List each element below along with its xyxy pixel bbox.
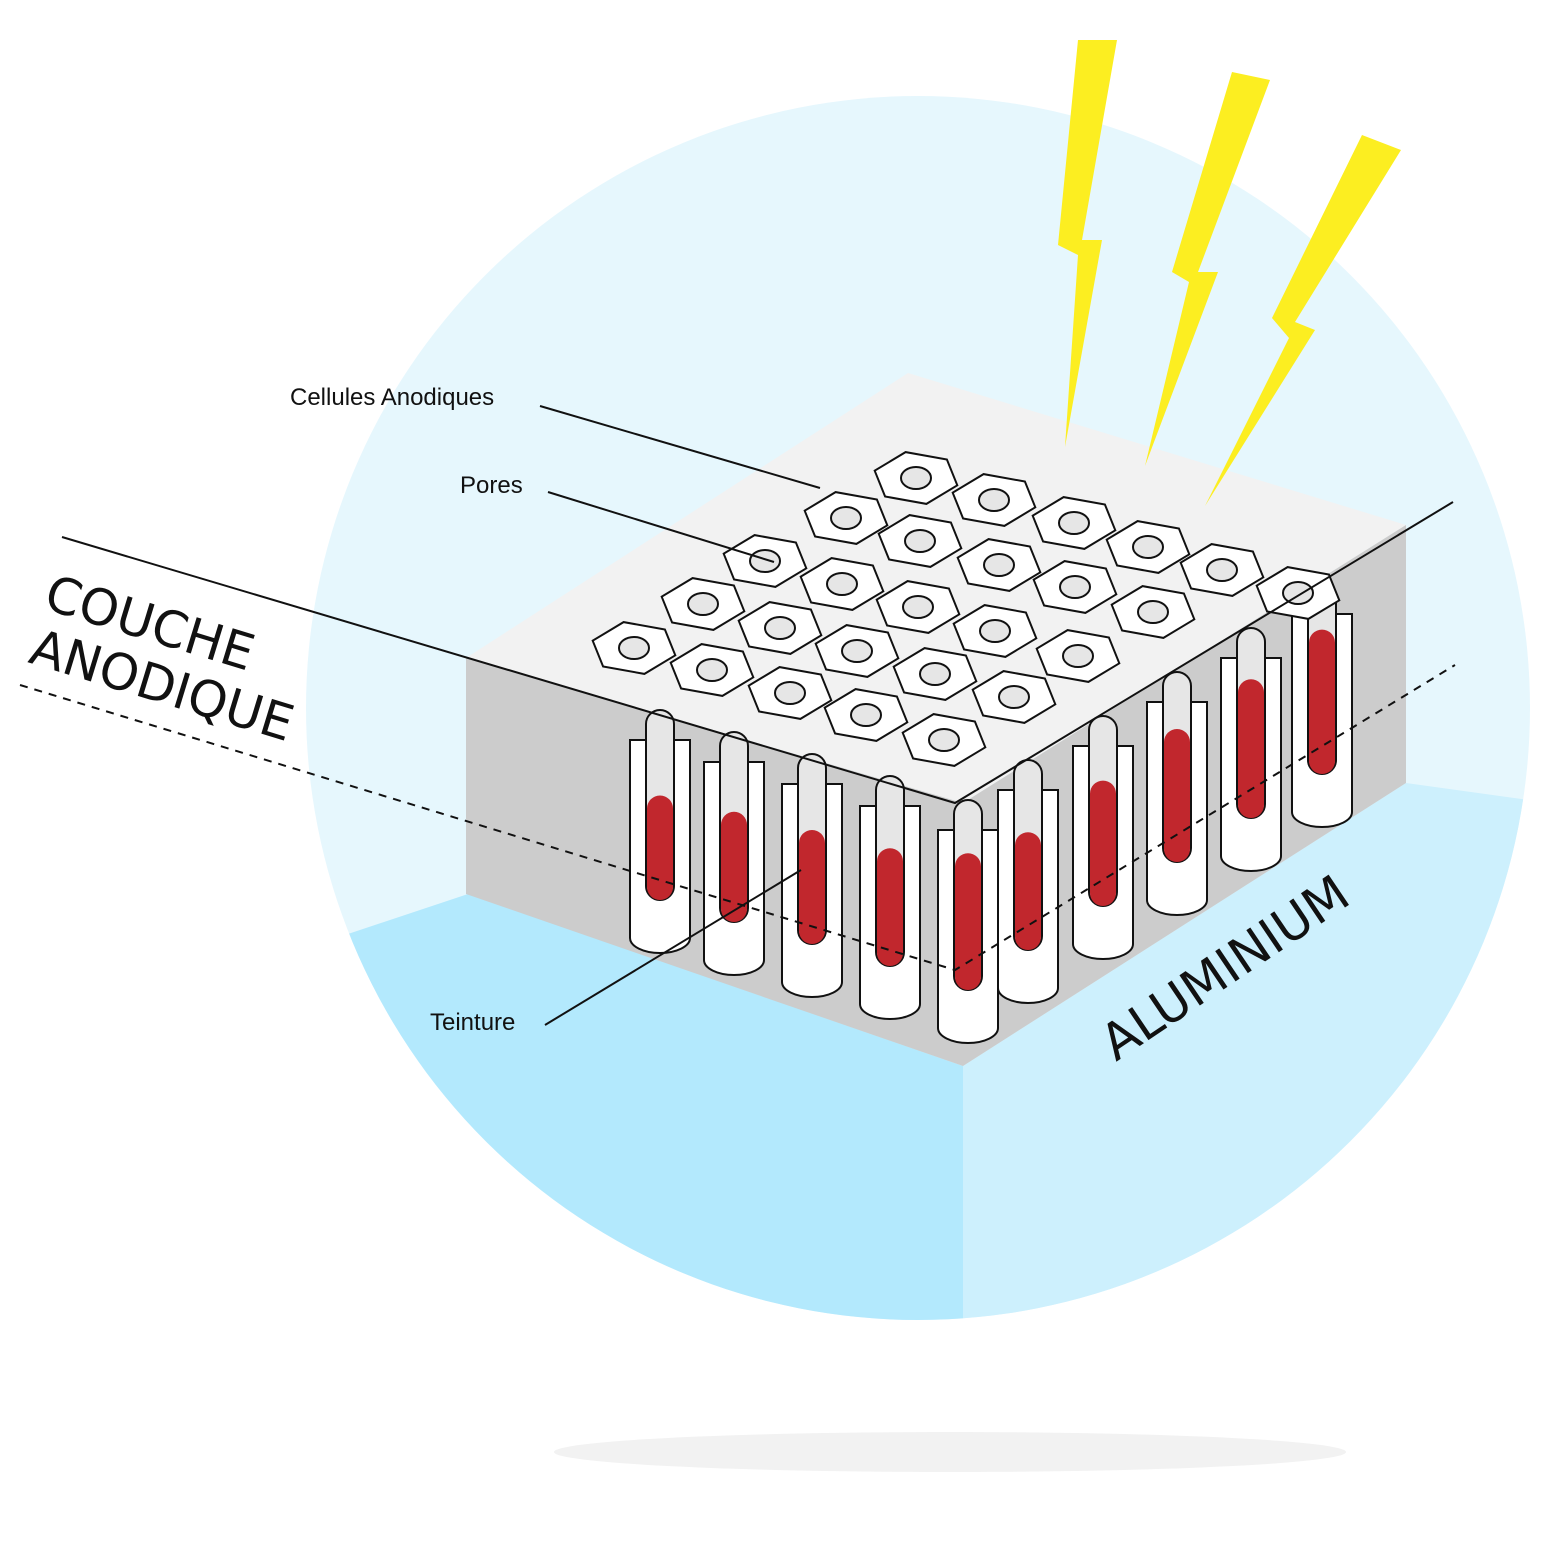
pore-opening [1137,600,1169,624]
pore-opening [696,658,728,682]
floor-shadow [554,1432,1346,1472]
label-cellules-anodiques: Cellules Anodiques [290,384,494,411]
pore-opening [1206,558,1238,582]
pore-opening [900,466,932,490]
pore-opening [1282,581,1314,605]
anodic-layer-boundary-dashed-line [19,664,1456,972]
pore-opening [983,553,1015,577]
pore-opening [1059,575,1091,599]
pore-opening [830,506,862,530]
label-pores: Pores [460,472,523,499]
dye-fill [877,848,903,966]
dye-fill [721,811,747,922]
dye-fill [799,830,825,944]
lightning-bolt-icon [1145,72,1270,466]
pore-opening [687,592,719,616]
dye-fill [1164,729,1190,862]
cellules-leader-line [539,405,821,489]
anodic-layer-top-line [61,501,1454,805]
pore-opening [998,685,1030,709]
dye-fill [647,795,673,900]
pore-opening [1058,511,1090,535]
pore-opening [841,639,873,663]
pore-opening [749,549,781,573]
pore-opening [826,572,858,596]
pore-opening [774,681,806,705]
pore-opening [902,595,934,619]
pore-opening [618,636,650,660]
pore-opening [919,662,951,686]
lightning-bolt-icon [1058,40,1117,447]
pore-opening [764,616,796,640]
lightning-bolts [1058,40,1401,506]
label-teinture: Teinture [430,1009,515,1036]
pore-opening [904,529,936,553]
teinture-leader-line [544,869,802,1026]
dye-fill [1015,832,1041,950]
pore-opening [1062,644,1094,668]
pores-leader-line [547,491,775,563]
pore-opening [979,619,1011,643]
pore-opening [850,703,882,727]
dye-fill [1309,629,1335,774]
dye-fill [955,853,981,990]
pore-opening [1132,535,1164,559]
pore-opening [928,728,960,752]
pore-opening [978,488,1010,512]
anodic-cell-array [591,451,1353,1044]
dye-fill [1238,679,1264,818]
dye-fill [1090,780,1116,906]
lightning-bolt-icon [1205,135,1401,506]
